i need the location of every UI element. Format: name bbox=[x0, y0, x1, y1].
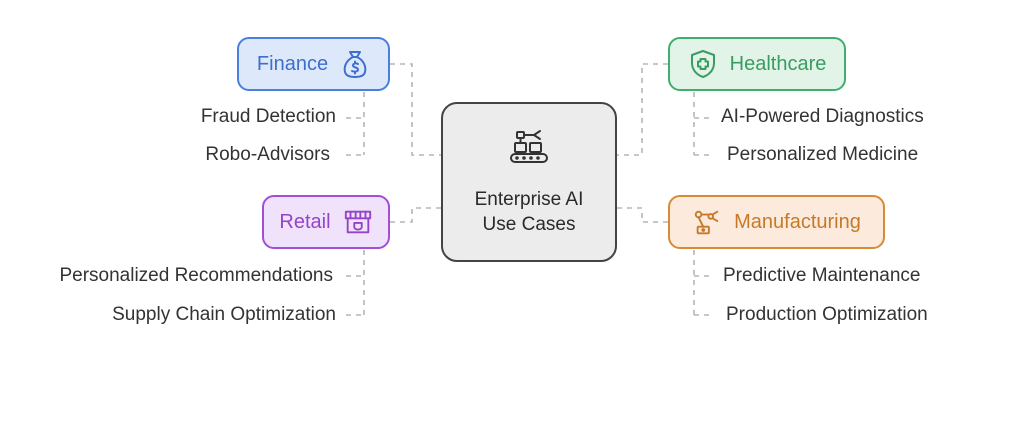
connector-manufacturing-center bbox=[617, 207, 668, 223]
connector-retail-leaves bbox=[346, 250, 365, 316]
manufacturing-item-1: Predictive Maintenance bbox=[723, 265, 921, 286]
healthcare-node: Healthcare bbox=[668, 37, 846, 91]
manufacturing-node: Manufacturing bbox=[668, 195, 885, 249]
retail-item-2: Supply Chain Optimization bbox=[112, 304, 336, 325]
connector-healthcare-center bbox=[617, 63, 668, 156]
medical-shield-icon bbox=[688, 49, 718, 79]
healthcare-item-2: Personalized Medicine bbox=[727, 144, 919, 165]
center-title-line1: Enterprise AI bbox=[474, 188, 584, 210]
center-title-line2: Use Cases bbox=[482, 213, 576, 235]
finance-label: Finance bbox=[256, 52, 329, 75]
storefront-icon bbox=[343, 207, 373, 237]
finance-item-1: Fraud Detection bbox=[200, 106, 336, 127]
retail-item-1: Personalized Recommendations bbox=[59, 265, 333, 286]
connector-finance-leaves bbox=[346, 92, 365, 156]
connector-healthcare-leaves bbox=[693, 92, 712, 156]
center-node: Enterprise AI Use Cases bbox=[441, 102, 617, 262]
money-bag-icon bbox=[340, 49, 370, 79]
healthcare-label: Healthcare bbox=[729, 52, 827, 75]
robotic-arm-icon bbox=[692, 207, 722, 237]
manufacturing-item-2: Production Optimization bbox=[726, 304, 928, 325]
connector-manufacturing-leaves bbox=[693, 250, 712, 316]
manufacturing-label: Manufacturing bbox=[734, 210, 861, 233]
finance-item-2: Robo-Advisors bbox=[205, 144, 330, 165]
retail-label: Retail bbox=[279, 210, 331, 233]
connector-finance-center bbox=[390, 63, 441, 156]
robotic-conveyor-icon bbox=[507, 128, 551, 177]
retail-node: Retail bbox=[262, 195, 390, 249]
finance-node: Finance bbox=[237, 37, 390, 91]
healthcare-item-1: AI-Powered Diagnostics bbox=[721, 106, 924, 127]
center-title: Enterprise AI Use Cases bbox=[475, 187, 584, 237]
connector-retail-center bbox=[390, 207, 441, 223]
